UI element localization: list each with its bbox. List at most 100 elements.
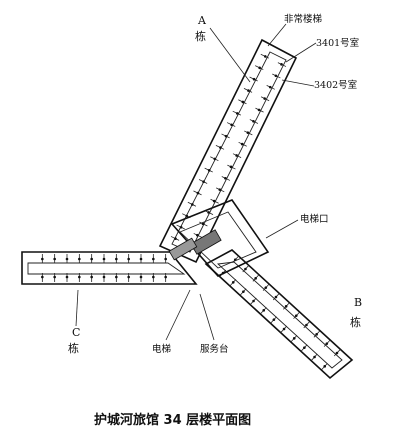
wing-c-room-fixture [102,257,106,261]
wing-b-room-fixture [254,277,257,280]
wing-c-room-fixture [90,275,93,279]
service-desk-label: 服务台 [200,343,229,355]
wing-b-room-fixture [325,342,329,345]
wing-c [21,251,198,285]
wing-b-char: 栋 [350,315,361,329]
wing-b-room-fixture [272,318,276,321]
wing-a-room-fixture [280,63,283,66]
wing-a-room-fixture [196,191,200,195]
wing-b-room-fixture [323,365,327,368]
wing-a-room-fixture [202,180,205,184]
plan-caption: 护城河旅馆 34 层楼平面图 [94,412,251,428]
wing-a-room-fixture [263,55,267,58]
wing-a-room-fixture [240,142,244,146]
service-desk-block [168,237,198,261]
wing-c-room-fixture [53,275,56,279]
wing-a-room-fixture [235,154,238,157]
wing-c-room-fixture [90,257,93,261]
elevator-label: 电梯 [152,343,172,355]
wing-a-room-fixture [185,214,189,218]
wing-a-rooms [170,53,287,250]
wing-a-room-fixture [191,203,194,206]
wing-b-room-fixture [262,309,266,312]
wing-a-room-fixture [235,112,239,115]
wing-b-room-fixture [303,346,306,349]
wing-b-room-fixture [274,295,278,299]
wing-a-room-fixture [224,134,228,138]
wing-c-room-fixture [127,275,130,279]
wing-c-room-fixture [139,257,143,261]
wing-c-room-fixture [139,275,143,279]
wing-c-room-fixture [115,257,118,261]
wing-c-room-fixture [78,257,81,261]
wing-a [158,38,298,264]
wing-a-letter: A [197,14,207,27]
elevator-leader [165,289,191,341]
wing-a-room-fixture [268,85,272,89]
wing-a-room-fixture [218,188,222,191]
wing-b-room-fixture [231,281,235,284]
wing-a-room-fixture [241,100,245,104]
room-3402-label: 3402号室 [314,79,357,91]
wing-c-room-fixture [164,275,167,279]
wing-a-room-fixture [230,123,233,127]
room-3401-label: 3401号室 [316,37,359,49]
wing-b-room-fixture [284,305,288,308]
wing-a-room-fixture [274,74,278,78]
room-3401-leader [285,42,317,63]
central-core [168,199,270,277]
wing-c-letter: C [72,326,80,339]
wing-c-room-fixture [41,275,44,279]
elevator-block [190,229,222,255]
wing-b-room-fixture [315,333,318,336]
wing-a-room-fixture [207,169,211,172]
wing-a-room-fixture [263,97,266,100]
wing-a-room-fixture [219,146,222,149]
wing-a-char: 栋 [195,29,206,43]
wing-c-room-fixture [127,257,130,261]
wing-c-room-fixture [102,275,106,279]
wing-c-leader [75,289,79,327]
wing-c-char: 栋 [68,341,79,355]
wing-a-leader [209,27,251,83]
wing-b-room-fixture [292,337,296,340]
wing-c-room-fixture [65,275,69,279]
wing-c-room-fixture [164,257,167,261]
wing-a-room-fixture [213,157,217,161]
wing-b-room-fixture [252,299,255,303]
wing-c-room-fixture [152,257,155,261]
wing-b-room-fixture [244,267,247,271]
wing-a-room-fixture [252,77,256,81]
wing-b-room-fixture [335,351,339,355]
service-desk-leader [199,293,215,341]
wing-b [204,249,354,380]
emergency-stair-label: 非常楼梯 [284,13,323,25]
wing-a-room-fixture [196,233,199,237]
wing-a-room-fixture [174,237,177,240]
wing-a-room-fixture [252,119,255,123]
emergency-stair-leader [267,23,287,47]
wing-c-room-fixture [41,257,44,261]
wing-a-room-fixture [207,211,210,214]
wing-c-room-fixture [152,275,155,279]
wing-c-rooms [41,254,167,282]
room-3402-leader [281,79,315,87]
elevator-entrance-label: 电梯口 [300,213,329,225]
wing-b-rooms [219,255,341,371]
wing-c-room-fixture [78,275,81,279]
wing-b-room-fixture [282,327,286,331]
wing-a-room-fixture [229,165,233,169]
wing-b-room-fixture [313,355,316,359]
wing-a-room-fixture [179,225,183,229]
wing-a-room-fixture [247,89,250,92]
wing-b-room-fixture [264,286,268,289]
wing-b-room-fixture [294,314,298,317]
wing-c-room-fixture [115,275,118,279]
wing-b-room-fixture [305,323,308,327]
elevator-entrance-leader [265,219,299,239]
wing-a-room-fixture [212,199,216,203]
wing-c-room-fixture [65,257,69,261]
wing-a-room-fixture [257,108,261,112]
wing-c-room-fixture [53,257,56,261]
